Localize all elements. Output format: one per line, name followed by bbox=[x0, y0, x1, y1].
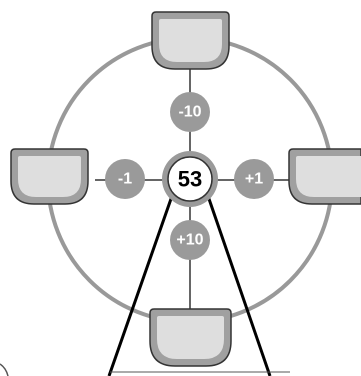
partial-arc-bottom-left bbox=[0, 363, 9, 376]
gondola-left bbox=[10, 148, 89, 205]
plus-one-button[interactable]: +1 bbox=[234, 159, 274, 199]
plus-one-label: +1 bbox=[245, 171, 263, 188]
minus-one-label: -1 bbox=[118, 171, 132, 188]
stand-leg-right bbox=[206, 195, 272, 376]
gondola-top bbox=[151, 11, 230, 70]
center-value: 53 bbox=[178, 167, 202, 192]
plus-ten-label: +10 bbox=[176, 232, 203, 249]
stand-leg-left bbox=[107, 195, 174, 376]
minus-one-button[interactable]: -1 bbox=[105, 159, 145, 199]
minus-ten-button[interactable]: -10 bbox=[170, 92, 210, 132]
plus-ten-button[interactable]: +10 bbox=[170, 220, 210, 260]
center-hub: 53 bbox=[162, 151, 218, 207]
minus-ten-label: -10 bbox=[178, 104, 201, 121]
gondola-bottom bbox=[149, 308, 232, 367]
gondola-right bbox=[288, 148, 361, 205]
